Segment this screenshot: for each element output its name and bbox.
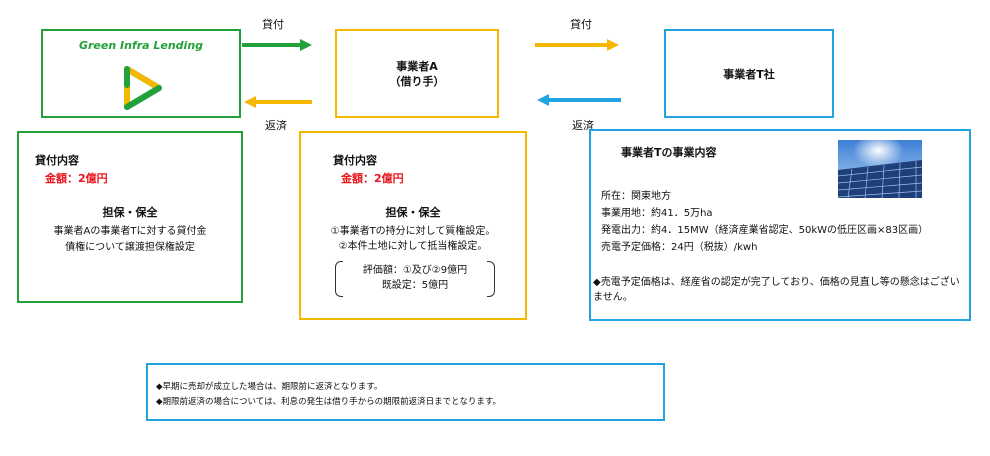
solar-panel-image [838,140,922,198]
card3-land: 事業用地：約41．5万ha [601,208,713,219]
notes-line1: ◆早期に売却が成立した場合は、期限前に返済となります。 [156,382,383,392]
repay-label-left: 返済 [265,119,287,132]
card2-subtitle: 担保・保全 [385,206,441,219]
card3-note: ◆売電予定価格は、経産省の認定が完了しており、価格の見直し等の懸念はございません… [593,277,960,303]
bracket-left [335,261,343,297]
card1-line2: 債権について譲渡担保権設定 [65,242,195,253]
lend-arrow-left [242,39,312,51]
loan-card-yellow: 貸付内容 金額：2億円 担保・保全 ①事業者Tの持分に対して質権設定。 ②本件土… [299,131,527,320]
card3-title: 事業者Tの事業内容 [621,146,717,159]
card2-eval1: 評価額：①及び②9億円 [362,265,468,276]
card1-subtitle: 担保・保全 [102,206,158,219]
company-t-name: 事業者T社 [723,67,775,81]
card1-title: 貸付内容 [35,154,79,167]
notes-box: ◆早期に売却が成立した場合は、期限前に返済となります。 ◆期限前返済の場合につい… [146,363,665,421]
card2-title: 貸付内容 [333,154,377,167]
lend-label-left: 貸付 [262,18,284,31]
eval-bracket-group: 評価額：①及び②9億円 既設定：5億円 [335,261,495,297]
card2-amount: 金額：2億円 [341,172,404,185]
card1-line1: 事業者Aの事業者Tに対する貸付金 [53,226,207,237]
repay-arrow-left [244,96,312,108]
card1-amount: 金額：2億円 [45,172,108,185]
lender-box: Green Infra Lending [41,29,241,118]
card3-location: 所在：関東地方 [601,191,671,202]
notes-line2: ◆期限前返済の場合については、利息の発生は借り手からの期限前返済日までとなります… [156,397,502,407]
card2-line1: ①事業者Tの持分に対して質権設定。 [330,226,496,237]
play-logo-icon [124,66,162,110]
lend-label-right: 貸付 [570,18,592,31]
repay-label-right: 返済 [572,119,594,132]
card3-price: 売電予定価格：24円（税抜）/kwh [601,242,758,253]
card3-output: 発電出力：約4．15MW（経済産業省認定、50kWの低圧区画×83区画） [601,225,929,236]
business-card-blue: 事業者Tの事業内容 所在：関東地方 事業用地：約41．5 [589,129,971,321]
card2-line2: ②本件土地に対して抵当権設定。 [338,241,488,252]
card2-eval2: 既設定：5億円 [381,280,449,291]
repay-arrow-right [537,94,621,106]
borrower-role: （借り手） [389,74,445,88]
company-t-box: 事業者T社 [664,29,834,118]
borrower-name: 事業者A [396,59,438,73]
borrower-box: 事業者A （借り手） [335,29,499,118]
lender-name: Green Infra Lending [78,39,204,52]
loan-card-green: 貸付内容 金額：2億円 担保・保全 事業者Aの事業者Tに対する貸付金 債権につい… [17,131,243,303]
lend-arrow-right [535,39,619,51]
bracket-right [487,261,495,297]
